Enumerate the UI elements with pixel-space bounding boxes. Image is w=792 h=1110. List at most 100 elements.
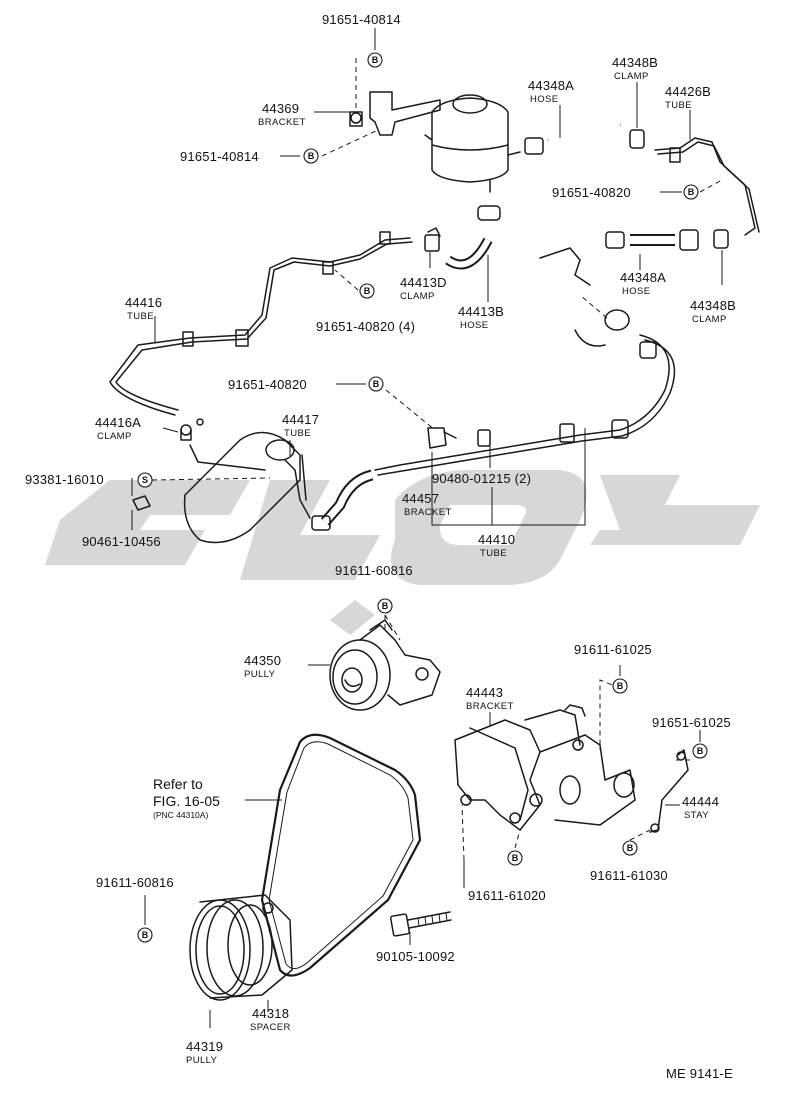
label-44350: 44350	[244, 653, 281, 668]
label-90105: 90105-10092	[376, 949, 455, 964]
label-44319-name: PULLY	[186, 1055, 218, 1066]
reference-line-3: (PNC 44310A)	[153, 810, 208, 820]
tube-44416	[109, 231, 413, 416]
label-44457: 44457	[402, 491, 439, 506]
hose-44348A-top	[524, 119, 645, 155]
svg-text:B: B	[617, 681, 624, 691]
reference-line-1: Refer to	[153, 776, 203, 792]
bolt-code-8: B	[692, 743, 708, 759]
label-44413B: 44413B	[458, 304, 504, 319]
svg-text:B: B	[697, 746, 704, 756]
pulley-44350	[329, 619, 441, 711]
svg-text:B: B	[372, 55, 379, 65]
label-91611-61025: 91611-61025	[574, 642, 652, 657]
diagram-code: ME 9141-E	[666, 1066, 733, 1081]
label-91651-40820-mid: 91651-40820	[228, 377, 307, 392]
label-90480: 90480-01215 (2)	[432, 471, 531, 486]
bolt-code-6: B	[377, 598, 393, 614]
label-91611-60816-top: 91611-60816	[335, 563, 413, 578]
bolt-90105	[389, 911, 452, 937]
label-91611-61020: 91611-61020	[468, 888, 546, 903]
hose-44348A-mid	[605, 229, 729, 251]
label-44348B-mid-name: CLAMP	[692, 314, 727, 325]
label-44318: 44318	[252, 1006, 289, 1021]
label-91651-40820-4: 91651-40820 (4)	[316, 319, 415, 334]
label-44426B-name: TUBE	[665, 100, 692, 111]
label-91611-60816-low: 91611-60816	[96, 875, 174, 890]
label-90461: 90461-10456	[82, 534, 161, 549]
label-44410: 44410	[478, 532, 515, 547]
bolt-code-11: B	[137, 927, 153, 943]
label-44350-name: PULLY	[244, 669, 276, 680]
label-44416-name: TUBE	[127, 311, 154, 322]
bolt-code-7: B	[612, 678, 628, 694]
bracket-44457	[427, 427, 457, 449]
label-44417: 44417	[282, 412, 319, 427]
bolt-code-5: B	[368, 376, 384, 392]
tube-44426B	[654, 137, 760, 236]
crank-pulley-44319	[189, 894, 293, 1001]
leader-lines	[131, 28, 723, 1028]
label-44369-name: BRACKET	[258, 117, 306, 128]
label-44443-name: BRACKET	[466, 701, 514, 712]
reference-line-2: FIG. 16-05	[153, 793, 220, 809]
label-44426B: 44426B	[665, 84, 711, 99]
label-44416: 44416	[125, 295, 162, 310]
label-44319: 44319	[186, 1039, 223, 1054]
drive-belt	[260, 733, 422, 977]
label-44348B-top: 44348B	[612, 55, 658, 70]
clamp-44416A	[180, 418, 204, 441]
label-44416A: 44416A	[95, 415, 141, 430]
label-44444: 44444	[682, 794, 719, 809]
stay-44444	[649, 749, 689, 833]
svg-text:B: B	[512, 853, 519, 863]
label-91651-61025: 91651-61025	[652, 715, 731, 730]
hose-44413B	[445, 205, 501, 270]
label-44413D-name: CLAMP	[400, 291, 435, 302]
label-44348B-top-name: CLAMP	[614, 71, 649, 82]
label-44348A-top-name: HOSE	[530, 94, 559, 105]
tube-44410	[311, 334, 676, 531]
label-91651-40814-left: 91651-40814	[180, 149, 259, 164]
label-91651-40820-right: 91651-40820	[552, 185, 631, 200]
svg-text:B: B	[382, 601, 389, 611]
label-44410-name: TUBE	[480, 548, 507, 559]
bolt-code-1: B	[367, 52, 383, 68]
reservoir-tank	[424, 94, 521, 193]
bolt-code-3: B	[683, 184, 699, 200]
label-44416A-name: CLAMP	[97, 431, 132, 442]
gear-box-return	[539, 247, 630, 347]
bolt-code-2: B	[303, 148, 319, 164]
svg-text:S: S	[142, 475, 148, 485]
label-44348A-top: 44348A	[528, 78, 574, 93]
clamp-44413D	[424, 227, 441, 252]
label-91651-40814-top: 91651-40814	[322, 12, 401, 27]
svg-text:B: B	[373, 379, 380, 389]
bracket-44443	[454, 704, 636, 831]
label-44348A-mid-name: HOSE	[622, 286, 651, 297]
svg-text:B: B	[364, 286, 371, 296]
label-44318-name: SPACER	[250, 1022, 291, 1033]
label-44413B-name: HOSE	[460, 320, 489, 331]
svg-text:B: B	[308, 151, 315, 161]
label-44348B-mid: 44348B	[690, 298, 736, 313]
pump-body	[183, 431, 311, 544]
label-44444-name: STAY	[684, 810, 709, 821]
label-91611-61030: 91611-61030	[590, 868, 668, 883]
label-44348A-mid: 44348A	[620, 270, 666, 285]
screw-90461	[132, 495, 151, 511]
svg-text:B: B	[688, 187, 695, 197]
label-44443: 44443	[466, 685, 503, 700]
label-44417-name: TUBE	[284, 428, 311, 439]
svg-text:B: B	[627, 843, 634, 853]
label-44369: 44369	[262, 101, 299, 116]
bolt-code-9: B	[622, 840, 638, 856]
screw-code: S	[137, 472, 153, 488]
bolt-code-10: B	[507, 850, 523, 866]
bracket-44369	[349, 91, 441, 136]
svg-text:B: B	[142, 930, 149, 940]
label-44413D: 44413D	[400, 275, 447, 290]
label-44457-name: BRACKET	[404, 507, 452, 518]
label-93381: 93381-16010	[25, 472, 104, 487]
